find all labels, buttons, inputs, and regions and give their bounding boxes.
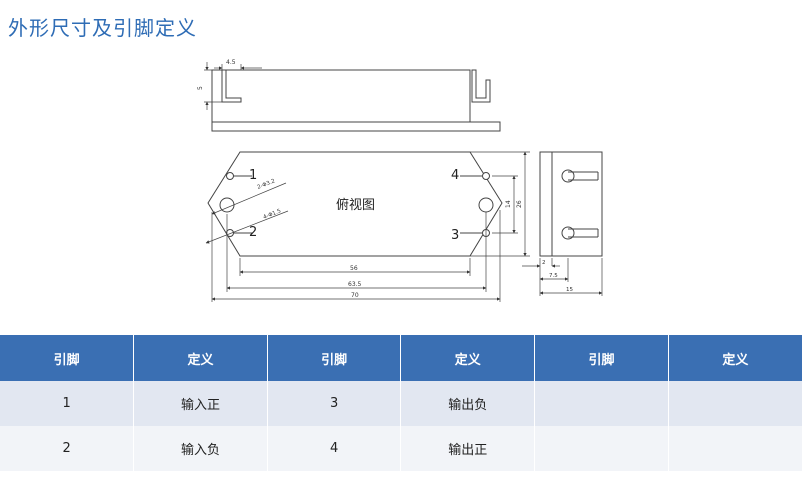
table-cell: 输出负 — [400, 381, 536, 426]
dim-total-length: 70 — [351, 292, 359, 299]
dim-lug-height: 5 — [197, 86, 204, 90]
table-row: 2 输入负 4 输出正 — [0, 426, 802, 471]
header-pin: 引脚 — [0, 335, 135, 381]
table-cell: 1 — [0, 381, 135, 426]
dim-lug-width: 4.5 — [226, 59, 236, 66]
pin-4-label: 4 — [451, 168, 459, 183]
pin-2-label: 2 — [249, 225, 257, 240]
table-cell: 2 — [0, 426, 135, 471]
header-pin: 引脚 — [534, 335, 669, 381]
table-cell — [534, 381, 669, 426]
table-cell — [668, 381, 802, 426]
dim-inner-length: 56 — [350, 265, 358, 272]
dimension-drawing: 4.5 5 俯视图 1 2 3 4 2-Φ3.2 4-Φ1.5 56 63.5 … — [197, 59, 603, 302]
header-definition: 定义 — [400, 335, 536, 381]
table-cell: 输入负 — [133, 426, 268, 471]
dim-hole-spacing: 14 — [505, 200, 512, 208]
top-view-label: 俯视图 — [336, 197, 375, 213]
pin-1-label: 1 — [249, 168, 257, 183]
dim-side-a: 2 — [542, 260, 546, 266]
page-title: 外形尺寸及引脚定义 — [8, 16, 197, 40]
header-definition: 定义 — [668, 335, 802, 381]
side-view — [539, 151, 603, 257]
header-pin: 引脚 — [267, 335, 402, 381]
front-view — [211, 69, 501, 132]
table-cell — [668, 426, 802, 471]
table-cell: 输入正 — [133, 381, 268, 426]
dim-side-c: 15 — [566, 287, 573, 293]
pin-3-label: 3 — [451, 228, 459, 243]
header-definition: 定义 — [133, 335, 268, 381]
pin-definition-table: 引脚 定义 引脚 定义 引脚 定义 1 输入正 3 输出负 2 输入负 4 输出… — [0, 335, 802, 471]
dim-mid-length: 63.5 — [348, 281, 362, 288]
table-row: 1 输入正 3 输出负 — [0, 381, 802, 426]
table-cell — [534, 426, 669, 471]
dim-side-b: 7.5 — [549, 273, 558, 279]
table-cell: 4 — [267, 426, 402, 471]
table-cell: 输出正 — [400, 426, 536, 471]
table-cell: 3 — [267, 381, 402, 426]
dim-total-width: 26 — [516, 200, 523, 208]
